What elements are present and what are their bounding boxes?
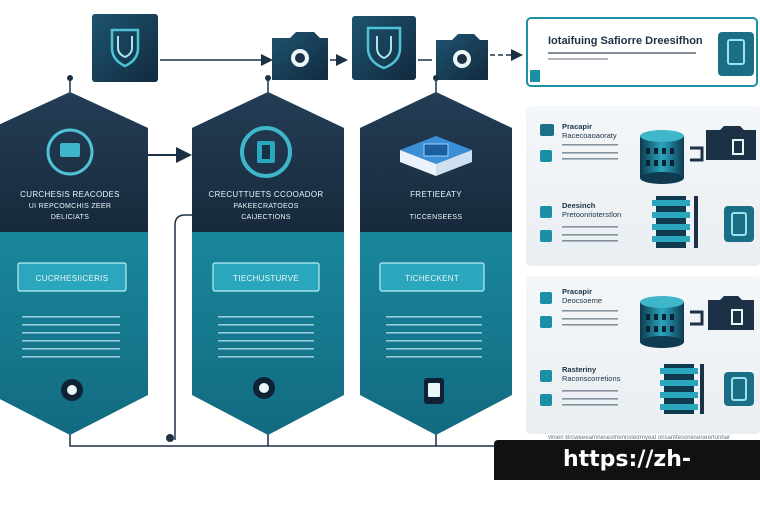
monitor-icon (540, 124, 554, 136)
col2-button[interactable] (212, 262, 320, 292)
shield-tile-1 (92, 14, 158, 82)
col3-button[interactable] (379, 262, 485, 292)
panel2-row2-title: Rasteriny (562, 365, 597, 374)
server-box-icon (400, 136, 472, 176)
header-card: Iotaifuing Safiorre Dreesifhon (526, 17, 758, 87)
col1-heading-2: UI REPCOMCHIS ZEER (29, 203, 111, 210)
panel1-row1-sub: Racecoaoaoraty (562, 131, 617, 140)
diagram-canvas: Iotaifuing Safiorre Dreesifhon CURCHESIS… (0, 14, 760, 512)
camera-icon (706, 126, 756, 160)
column-3: FRETIEEATY TICCENSEESS TICHECKENT (360, 92, 512, 435)
monitor-ring-icon (46, 128, 94, 176)
shield-icon (110, 28, 140, 68)
col1-button-label: CUCRHESIICERIS (36, 274, 109, 283)
col2-heading-2: PAKEECRATOEOS (233, 203, 298, 210)
col3-heading-3: TICCENSEESS (410, 214, 463, 221)
col3-heading-1: FRETIEEATY (410, 190, 462, 199)
flow-diagram: Iotaifuing Safiorre Dreesifhon CURCHESIS… (0, 14, 760, 447)
watermark-url: https://zh-os.in4u.net (494, 440, 760, 512)
battery-icon (724, 206, 754, 242)
server-rack-icon (652, 196, 698, 248)
battery-icon (718, 32, 754, 76)
header-title: Iotaifuing Safiorre Dreesifhon (548, 35, 703, 47)
panel2-row2-sub: Raconscorretions (562, 374, 621, 383)
col2-button-label: TIECHUSTURVE (233, 274, 299, 283)
col3-button-label: TICHECKENT (405, 274, 459, 283)
panel1-row2-sub: Pretoonrioterstlon (562, 210, 621, 219)
database-icon (640, 296, 684, 348)
lock-ring-icon (240, 126, 292, 178)
col2-heading-1: CRECUTTUETS CCOOADOR (209, 190, 324, 199)
footer-caption: Woerl Brcweeearnnesesthennstedrnyeat ons… (548, 435, 730, 441)
shield-tile-2 (352, 16, 416, 80)
panel1-row2-title: Deesinch (562, 201, 596, 210)
panel2-row1-sub: Deocsoeme (562, 296, 602, 305)
column-2: CRECUTTUETS CCOOADOR PAKEECRATOEOS CAIJE… (192, 92, 344, 435)
col2-heading-3: CAIJECTIONS (241, 214, 291, 221)
col1-heading-1: CURCHESIS REACODES (20, 190, 120, 199)
panel1-row1-title: Pracapir (562, 122, 592, 131)
database-icon (640, 130, 684, 184)
right-panel-1: Pracapir Racecoaoaoraty Deesinch Pretoon… (526, 106, 760, 266)
column-1: CURCHESIS REACODES UI REPCOMCHIS ZEER DE… (0, 92, 148, 435)
top-flow (92, 14, 523, 82)
col1-button[interactable] (17, 262, 127, 292)
right-panel-2: Pracapir Deocsoeme Rasteriny Raconscorre… (526, 276, 760, 434)
panel2-row1-title: Pracapir (562, 287, 592, 296)
col1-heading-3: DELICIATS (51, 214, 89, 221)
server-rack-icon (660, 364, 704, 414)
connectors (67, 75, 500, 447)
